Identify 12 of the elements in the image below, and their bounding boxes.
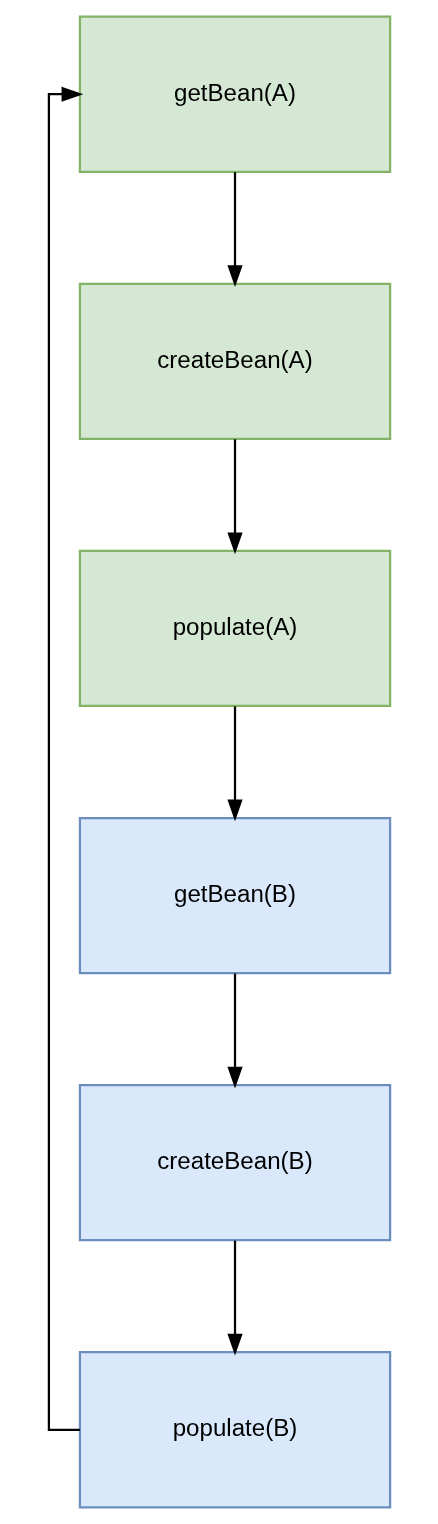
node-box: getBean(A) [78, 15, 391, 173]
node-box: getBean(B) [78, 816, 391, 975]
arrow [226, 1240, 243, 1356]
node-box: createBean(A) [78, 282, 391, 440]
arrow [226, 439, 243, 555]
arrow [226, 973, 243, 1089]
node-box: populate(B) [78, 1351, 391, 1509]
arrow [47, 86, 83, 1431]
arrow [226, 706, 243, 822]
node-box: createBean(B) [78, 1084, 391, 1242]
node-box: populate(A) [78, 549, 391, 708]
arrow [226, 172, 243, 288]
